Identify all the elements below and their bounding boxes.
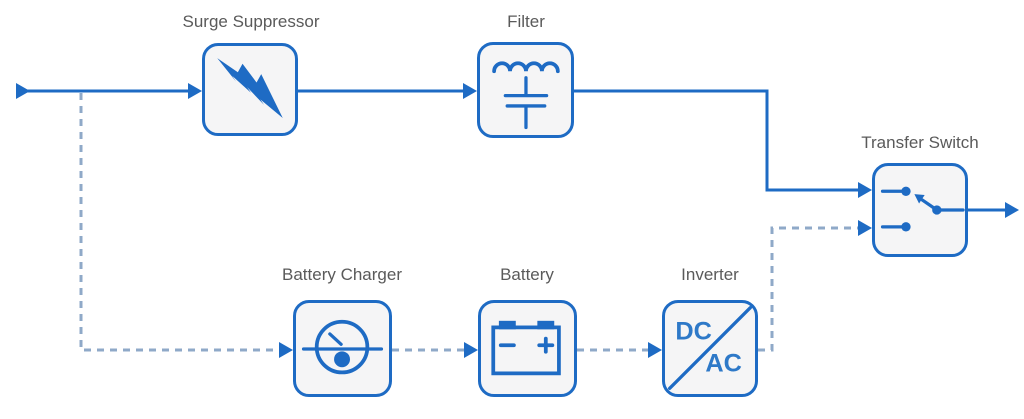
node-surge-suppressor <box>202 43 298 136</box>
inductor-capacitor-icon <box>492 61 560 130</box>
node-battery <box>478 300 577 397</box>
node-inverter: DC AC <box>662 300 758 397</box>
arrow-into-battery-icon <box>464 342 478 358</box>
lightning-icon <box>217 58 283 119</box>
arrow-into-switch-secondary-icon <box>858 220 872 236</box>
transfer-switch-icon <box>880 186 965 232</box>
node-filter <box>477 42 574 138</box>
output-arrow-icon <box>1005 202 1019 218</box>
surge-suppressor-label: Surge Suppressor <box>182 12 320 31</box>
node-transfer-switch <box>872 163 968 257</box>
input-arrow-icon <box>16 83 30 99</box>
transfer-switch-label: Transfer Switch <box>861 133 979 152</box>
charger-gauge-icon <box>301 319 384 375</box>
arrow-into-filter-icon <box>463 83 477 99</box>
wire-inverter-to-switch <box>758 226 858 352</box>
arrow-into-switch-primary-icon <box>858 182 872 198</box>
arrow-into-charger-icon <box>279 342 293 358</box>
dc-ac-icon: DC AC <box>668 306 752 390</box>
filter-label: Filter <box>507 12 545 31</box>
inverter-dc-text: DC <box>675 318 712 346</box>
node-battery-charger <box>293 300 392 397</box>
inverter-ac-text: AC <box>705 349 742 377</box>
arrow-into-inverter-icon <box>648 342 662 358</box>
arrow-into-surge-icon <box>188 83 202 99</box>
battery-charger-label: Battery Charger <box>282 265 402 284</box>
inverter-label: Inverter <box>681 265 739 284</box>
wire-filter-to-switch <box>574 89 858 192</box>
battery-label: Battery <box>500 265 554 284</box>
battery-icon <box>491 320 561 376</box>
